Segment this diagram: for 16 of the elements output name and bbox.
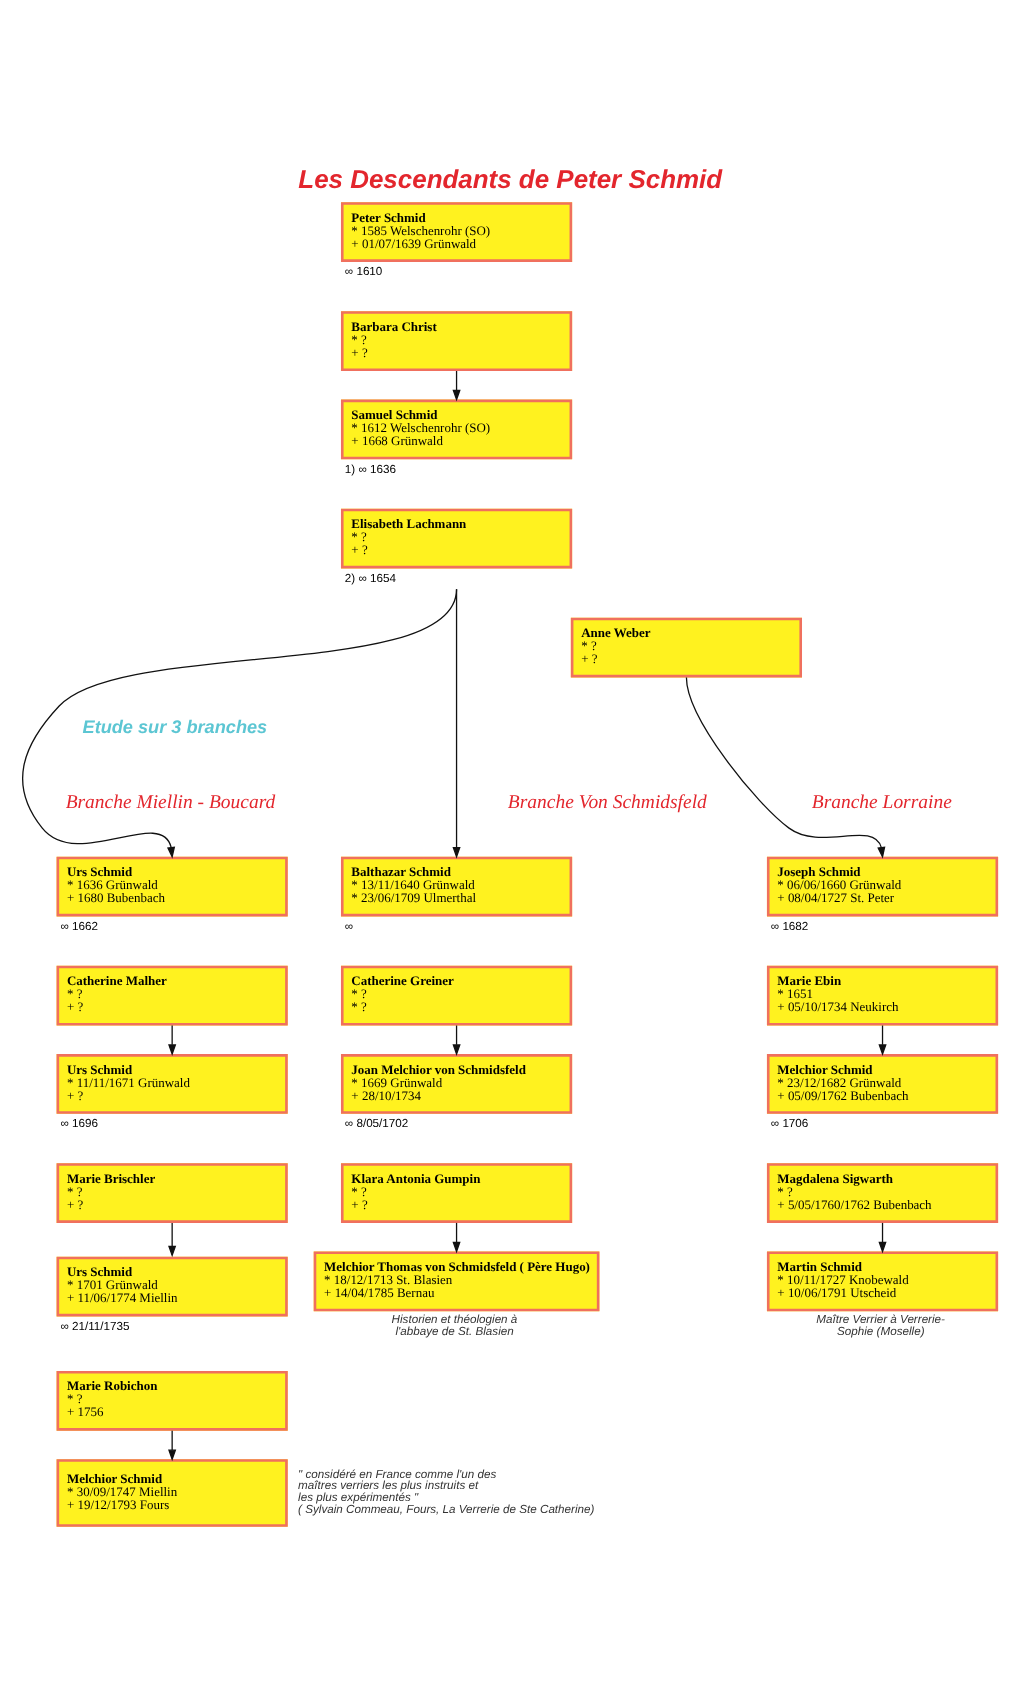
arrow bbox=[452, 587, 461, 858]
label: Branche Von Schmidsfeld bbox=[507, 790, 707, 813]
arrow bbox=[878, 1221, 887, 1253]
arrow bbox=[168, 1221, 177, 1257]
arrow bbox=[878, 1023, 887, 1056]
arrow bbox=[452, 1023, 461, 1056]
arrow bbox=[452, 369, 461, 401]
label: Branche Miellin - Boucard bbox=[65, 790, 276, 813]
diagram-title: Les Descendants de Peter Schmid bbox=[298, 162, 723, 193]
arrow bbox=[22, 587, 458, 858]
label: Etude sur 3 branches bbox=[82, 715, 268, 736]
arrow bbox=[168, 1023, 177, 1056]
arrow bbox=[452, 1221, 461, 1253]
label: Branche Lorraine bbox=[811, 790, 952, 813]
arrow bbox=[685, 675, 886, 858]
arrow bbox=[168, 1429, 177, 1461]
